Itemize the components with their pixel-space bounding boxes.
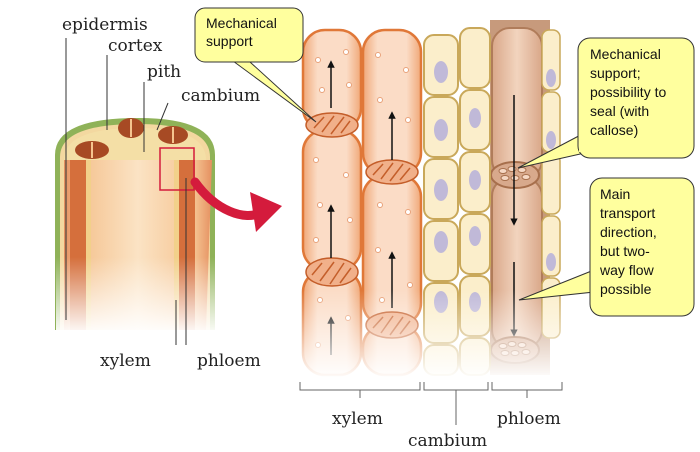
tissue-label-phloem: phloem (497, 409, 561, 429)
callout-transport: Main transport direction, but two- way f… (518, 177, 695, 317)
svg-text:Mechanical: Mechanical (206, 15, 277, 31)
callout-mechanical-support: Mechanical support (194, 7, 317, 123)
label-cortex: cortex (108, 36, 163, 56)
label-phloem: phloem (197, 351, 261, 371)
svg-text:way flow: way flow (599, 262, 655, 278)
zoom-box (159, 147, 195, 191)
svg-text:callose): callose) (590, 122, 638, 138)
svg-text:Main: Main (600, 186, 630, 202)
svg-text:but two-: but two- (600, 243, 650, 259)
svg-text:Mechanical: Mechanical (590, 46, 661, 62)
svg-text:possibility to: possibility to (590, 84, 666, 100)
tissue-label-xylem: xylem (332, 409, 383, 429)
tissue-label-cambium: cambium (408, 431, 487, 451)
svg-text:support: support (206, 33, 253, 49)
svg-text:transport: transport (600, 205, 655, 221)
label-cambium: cambium (181, 86, 260, 106)
label-xylem: xylem (100, 351, 151, 371)
label-pith: pith (147, 62, 181, 82)
svg-text:seal (with: seal (with (590, 103, 649, 119)
svg-text:direction,: direction, (600, 224, 657, 240)
stem-leader-lines (65, 38, 187, 345)
tissue-magnified (295, 20, 570, 380)
zoom-arrow (190, 177, 282, 232)
svg-text:support;: support; (590, 65, 641, 81)
label-epidermis: epidermis (62, 15, 148, 35)
tissue-brackets (299, 382, 563, 425)
stem-section (55, 118, 221, 335)
svg-text:possible: possible (600, 281, 652, 297)
callout-sieve-plate: Mechanical support; possibility to seal … (517, 37, 695, 169)
